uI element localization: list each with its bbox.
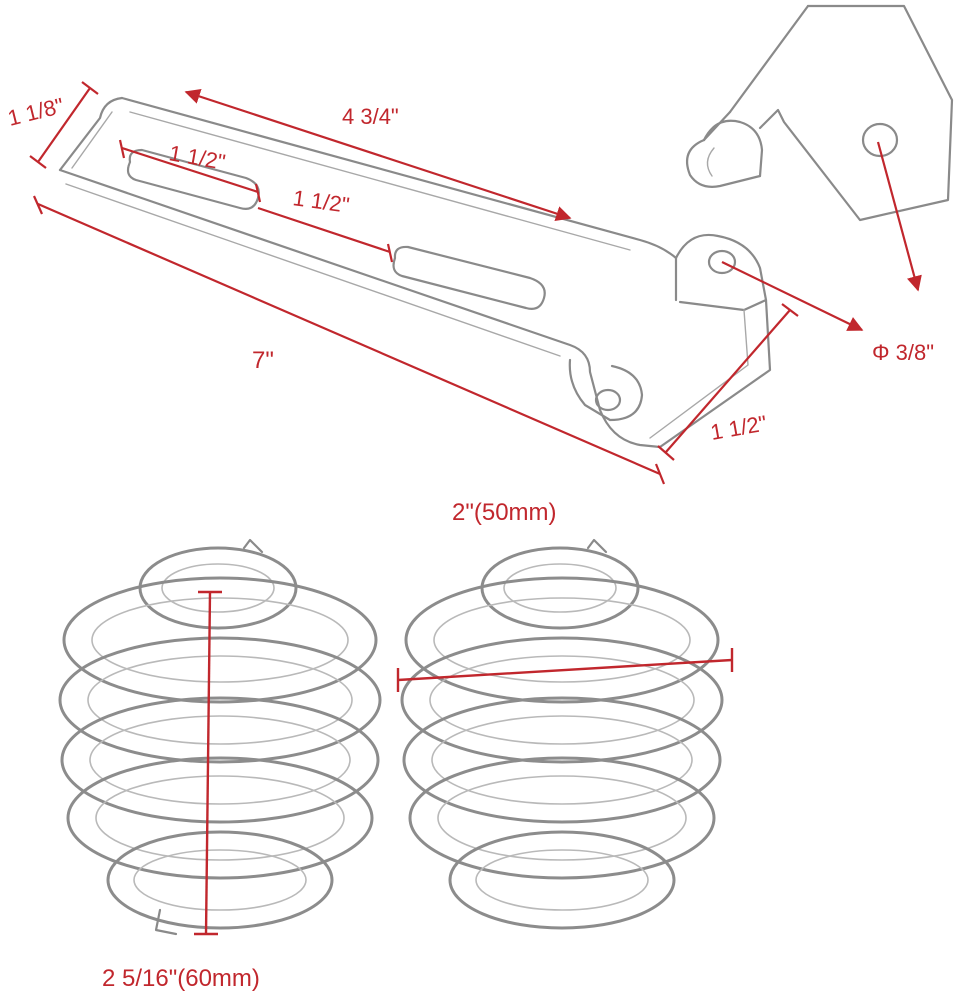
spring-dimension-lines <box>194 590 734 936</box>
label-total-length: 7" <box>252 347 274 374</box>
bracket-dimension-lines <box>29 81 922 485</box>
bracket-end-piece-drawing <box>686 4 954 222</box>
label-slot-length: 1 1/2" <box>167 140 227 174</box>
label-width: 1 1/8" <box>5 93 66 131</box>
label-spring-diameter: 2"(50mm) <box>452 499 557 526</box>
label-spring-height: 2 5/16"(60mm) <box>102 965 260 992</box>
spring-dimension-labels: 2"(50mm) 2 5/16"(60mm) <box>102 499 557 992</box>
label-end-height: 1 1/2" <box>709 410 769 444</box>
label-hole-diameter: Φ 3/8" <box>872 340 934 365</box>
label-slot-span: 4 3/4" <box>342 104 399 129</box>
spring-right-drawing <box>400 538 724 930</box>
spring-left-drawing <box>58 538 382 936</box>
label-slot-gap: 1 1/2" <box>291 185 351 218</box>
seat-bracket-drawing <box>58 96 772 449</box>
